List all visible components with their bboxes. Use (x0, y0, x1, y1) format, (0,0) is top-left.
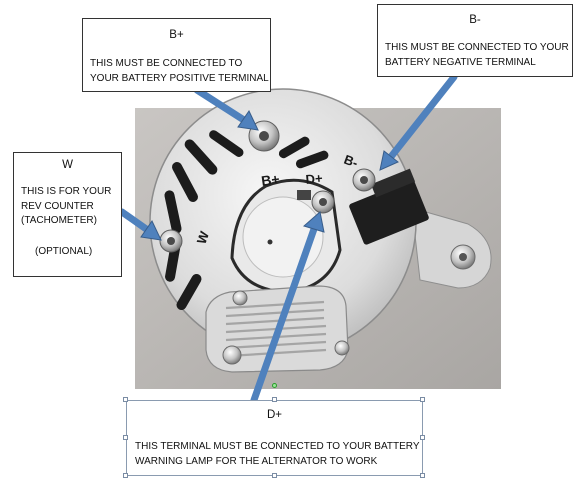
callout-d-plus-title: D+ (266, 409, 283, 421)
resize-handle-middle-right[interactable] (420, 435, 425, 440)
photo-label-w: W (194, 229, 213, 246)
terminal-d-plus (297, 190, 335, 214)
terminal-w (159, 229, 183, 253)
callout-w-text: THIS IS FOR YOUR REV COUNTER (TACHOMETER… (21, 186, 112, 226)
arrow-b-plus (193, 86, 259, 131)
suppression-capacitor (349, 168, 429, 245)
callout-b-minus-title: B- (469, 14, 481, 26)
callout-w: W THIS IS FOR YOUR REV COUNTER (TACHOMET… (13, 152, 122, 277)
callout-b-minus-text: THIS MUST BE CONNECTED TO YOUR BATTERY N… (385, 42, 569, 68)
callout-d-plus[interactable]: D+ THIS TERMINAL MUST BE CONNECTED TO YO… (126, 400, 423, 476)
photo-label-b-minus: B- (342, 152, 360, 171)
resize-handle-top-center[interactable] (272, 397, 277, 402)
rotate-handle[interactable] (272, 383, 277, 388)
callout-w-note: (OPTIONAL) (35, 246, 93, 257)
arrow-d-plus (250, 211, 325, 404)
callout-w-title: W (62, 159, 73, 171)
resize-handle-top-left[interactable] (123, 397, 128, 402)
callout-b-plus-text: THIS MUST BE CONNECTED TO YOUR BATTERY P… (90, 58, 269, 84)
mounting-ear (411, 207, 492, 289)
photo-label-b-plus: B+ (260, 171, 280, 189)
photo-label-d-plus: D+ (305, 171, 324, 187)
resize-handle-bottom-left[interactable] (123, 473, 128, 478)
resize-handle-bottom-center[interactable] (272, 473, 277, 478)
resize-handle-bottom-right[interactable] (420, 473, 425, 478)
callout-b-minus: B- THIS MUST BE CONNECTED TO YOUR BATTER… (377, 4, 573, 77)
callout-b-plus: B+ THIS MUST BE CONNECTED TO YOUR BATTER… (82, 18, 271, 92)
cooling-slots (164, 130, 329, 310)
terminal-b-minus (352, 168, 376, 192)
callout-d-plus-text: THIS TERMINAL MUST BE CONNECTED TO YOUR … (135, 441, 420, 467)
alternator-photo: B+ D+ B- W (135, 88, 501, 389)
arrow-b-minus (379, 73, 458, 171)
arrow-w (118, 208, 162, 241)
resize-handle-top-right[interactable] (420, 397, 425, 402)
resize-handle-middle-left[interactable] (123, 435, 128, 440)
callout-b-plus-title: B+ (169, 29, 184, 41)
